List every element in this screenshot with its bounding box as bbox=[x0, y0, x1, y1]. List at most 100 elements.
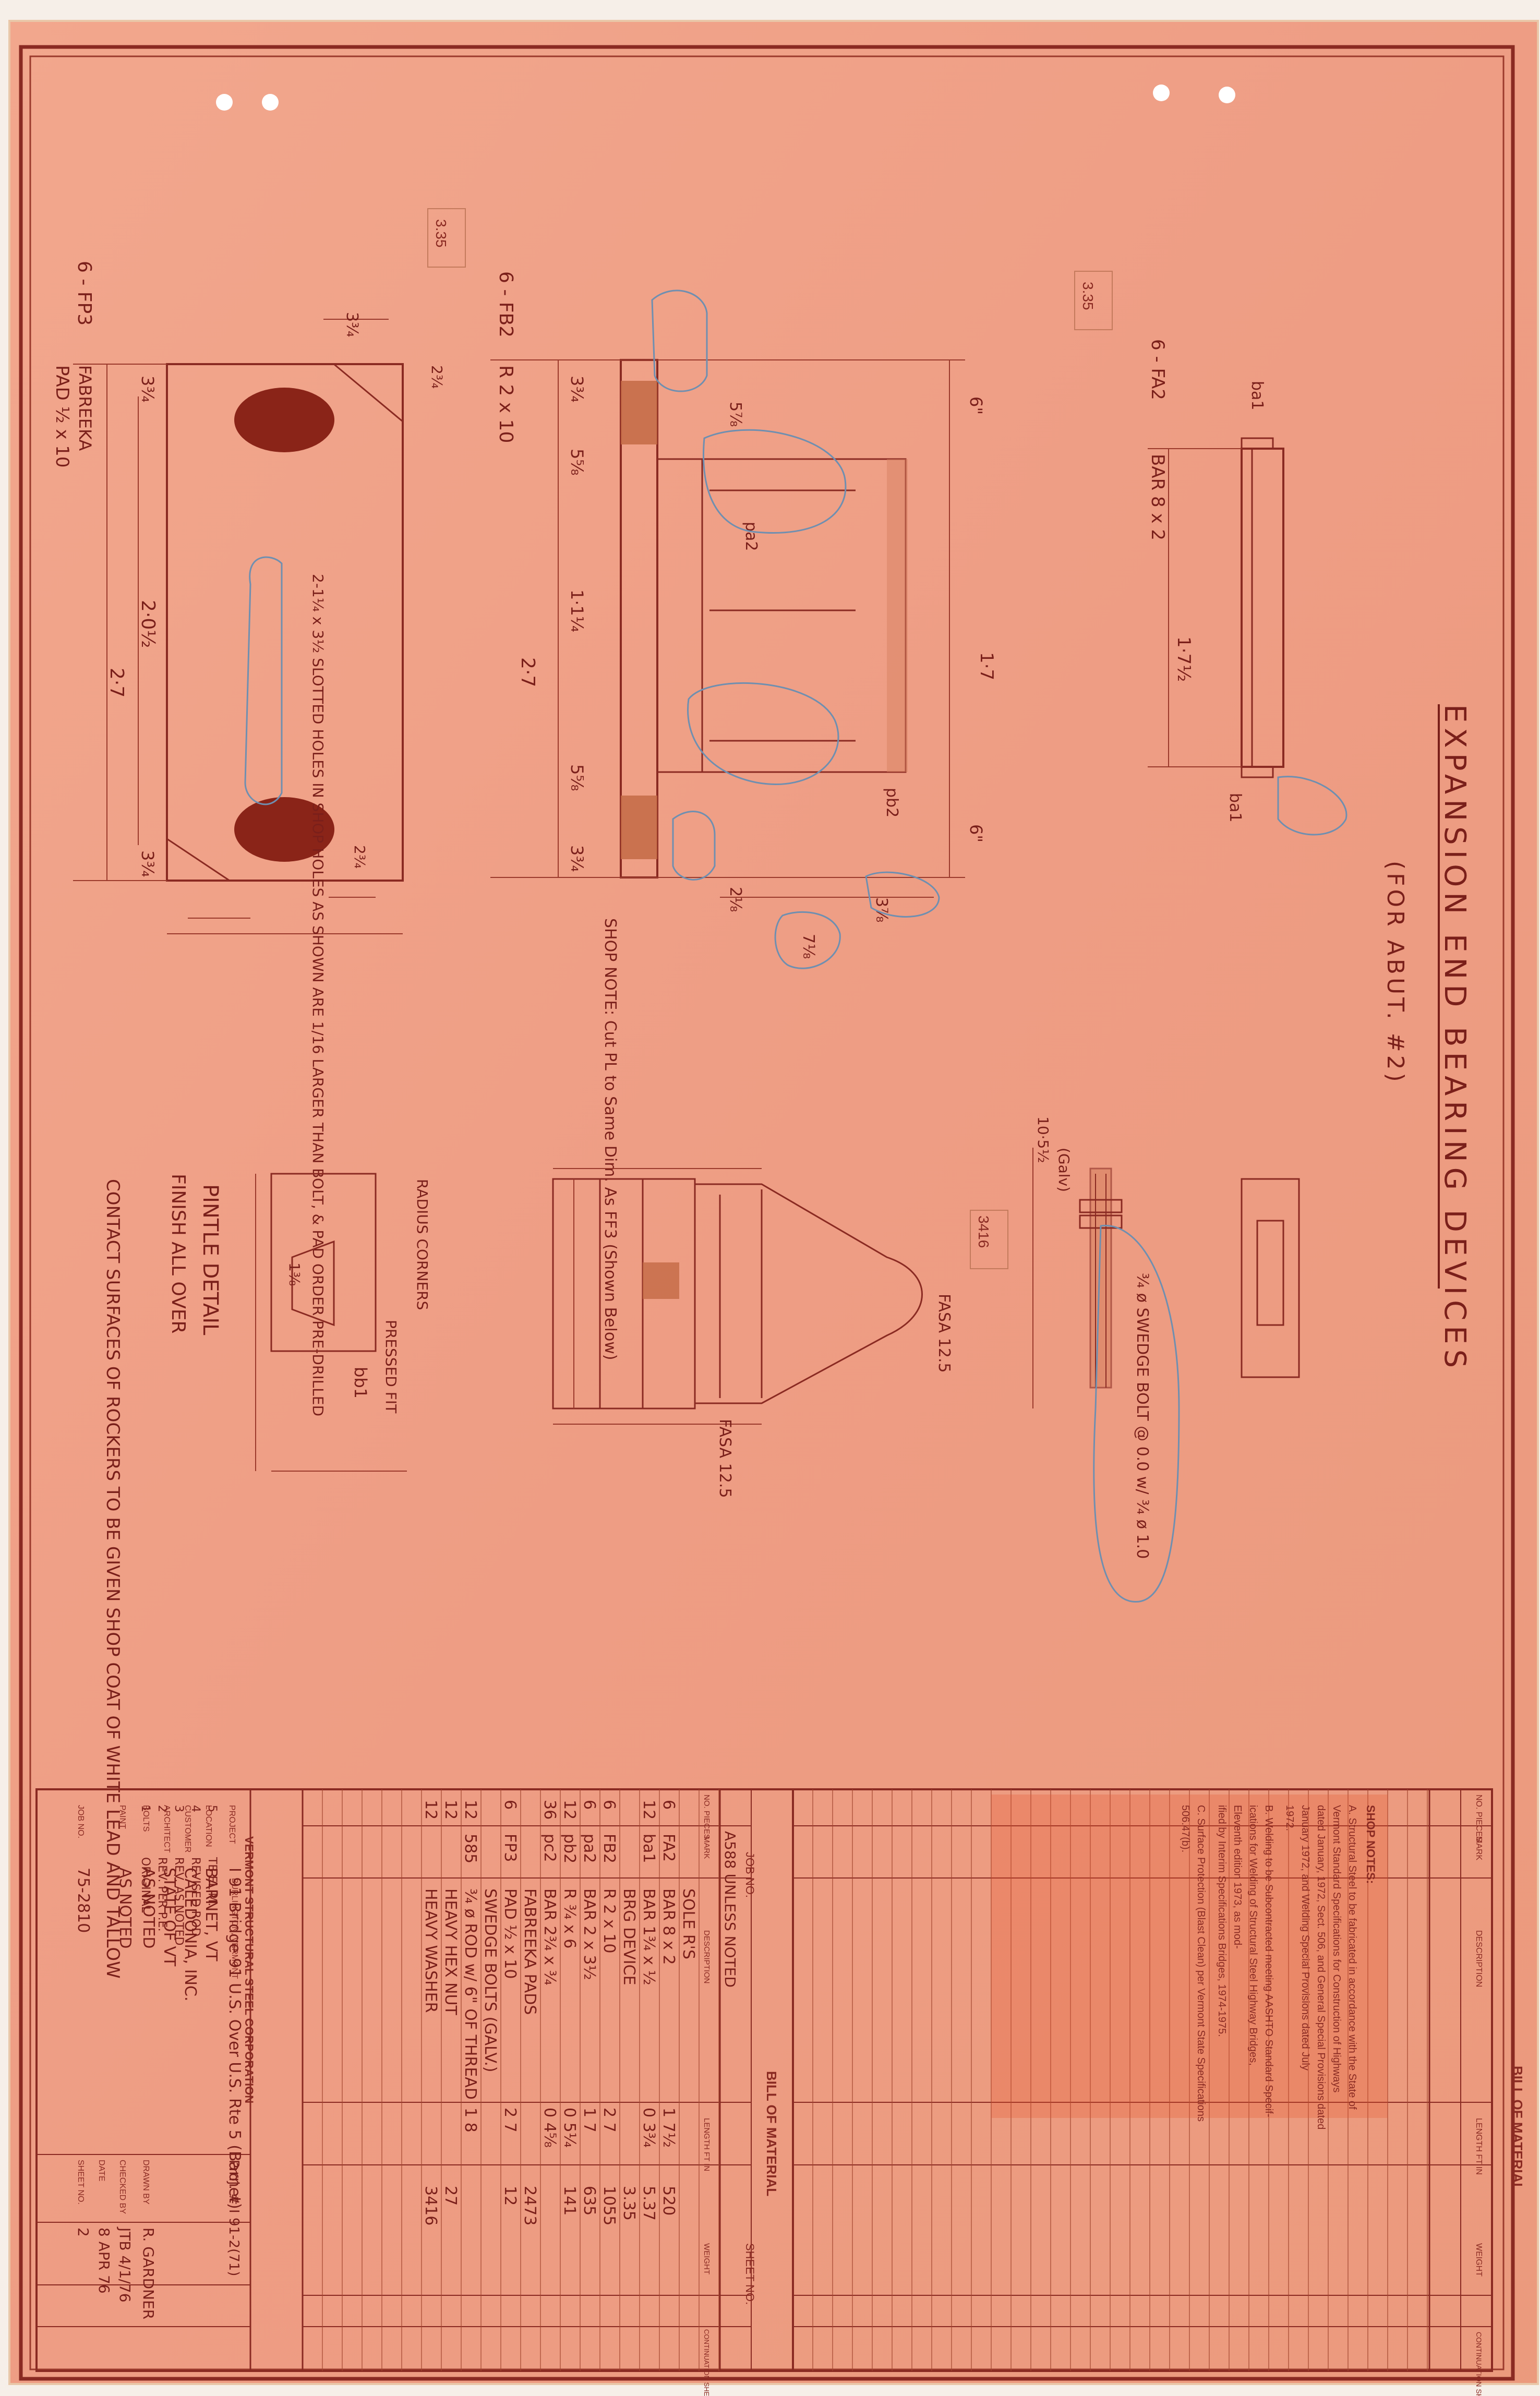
bom-right-h0: NO. PIECES bbox=[1474, 1795, 1483, 1843]
checked-label: CHECKED BY bbox=[118, 2160, 127, 2214]
pintle-view bbox=[255, 1173, 407, 1472]
architect-value: STATE OF VT bbox=[160, 1868, 178, 1967]
bom-cell-n: 12 bbox=[461, 1800, 479, 1820]
sheet-border-inner bbox=[29, 55, 1505, 2370]
architect-label: ARCHITECT bbox=[162, 1805, 171, 1853]
shop-notes-header: SHOP NOTES: bbox=[1364, 1805, 1377, 1884]
location-label: LOCATION bbox=[204, 1805, 213, 1847]
bom-cell-len: 1 8 bbox=[461, 2108, 479, 2133]
bar-view bbox=[1148, 437, 1348, 836]
plate-total: 2·7 bbox=[517, 657, 538, 687]
pad-mark: 6 - FP3 bbox=[74, 261, 95, 326]
pintle-subtitle: FINISH ALL OVER bbox=[167, 1174, 189, 1334]
pad-dim-2: 2·0½ bbox=[137, 600, 159, 648]
pintle-mark: bb1 bbox=[351, 1367, 370, 1399]
bom-h1: MARK bbox=[702, 1836, 711, 1859]
shop-notes-line: 1972. bbox=[1284, 1805, 1295, 1831]
pad-dim-4: 3¾ bbox=[138, 850, 158, 877]
bom-spec: A588 UNLESS NOTED bbox=[721, 1831, 739, 1988]
plate-dim-2: 5⅝ bbox=[567, 449, 587, 475]
company-city: BURLINGTON, VERMONT bbox=[230, 1878, 239, 1979]
revision-cloud bbox=[865, 871, 940, 918]
rocker-dim-top: 6" bbox=[966, 396, 986, 415]
bar-len: 1·7½ bbox=[1173, 636, 1194, 682]
punch-hole bbox=[1153, 85, 1170, 101]
revision-cloud bbox=[651, 290, 708, 392]
bar-ref-box bbox=[1074, 271, 1113, 330]
sheet-no-label: SHEET NO. bbox=[76, 2160, 85, 2205]
shop-notes-line: Vermont Standard Specifications for Cons… bbox=[1331, 1805, 1342, 2092]
shop-note: SHOP NOTE: Cut PL to Same Dim. As FF3 (S… bbox=[601, 918, 619, 1360]
revision-no: 5 bbox=[206, 1805, 219, 1812]
bom-cell-len: 0 3¾ bbox=[640, 2108, 658, 2148]
checked-value: JTB 4/1/76 bbox=[116, 2226, 134, 2303]
revision-desc: REV. AS NOTED bbox=[172, 1857, 185, 1945]
bom-left bbox=[35, 1788, 794, 2372]
pad-note: FABREEKA bbox=[75, 365, 95, 451]
pad-width-2: 2¾ bbox=[428, 365, 446, 389]
bom-cell-n: 36 bbox=[540, 1800, 559, 1820]
bom-cell-wt: 1055 bbox=[600, 2186, 618, 2225]
revision-no: 3 bbox=[172, 1805, 185, 1812]
sheet-border-outer bbox=[19, 45, 1515, 2381]
bom-cell-desc: PAD ½ x 10 bbox=[501, 1888, 519, 1979]
bom-cell-len: 1 7 bbox=[580, 2108, 598, 2133]
pad-outline bbox=[166, 363, 404, 882]
punch-hole bbox=[262, 94, 279, 111]
bolt-ref: 3416 bbox=[976, 1215, 992, 1248]
bom-cell-desc: HEAVY WASHER bbox=[422, 1888, 440, 2013]
revision-no: 4 bbox=[189, 1805, 202, 1812]
plate-dim-1: 3¾ bbox=[567, 376, 587, 402]
plate-ref-box bbox=[427, 208, 466, 268]
pad-dim-3: 2·7 bbox=[106, 668, 127, 697]
bar-mark: 6 - FA2 bbox=[1147, 339, 1168, 400]
plate-dim-5: 3¾ bbox=[567, 845, 587, 872]
bom-h0: NO. PIECES bbox=[702, 1795, 711, 1839]
customer-value: CALEDONIA, INC. bbox=[181, 1868, 199, 2002]
bom-cell-n: 6 bbox=[501, 1800, 519, 1810]
pintle-label-radius: RADIUS CORNERS bbox=[414, 1179, 431, 1310]
bom-cell-desc: SOLE R'S bbox=[679, 1888, 697, 1959]
pad-view bbox=[73, 319, 404, 934]
bom-title: BILL OF MATERIAL bbox=[764, 2071, 779, 2196]
shop-notes-line: B. Welding to be Subcontracted meeting A… bbox=[1263, 1805, 1274, 2117]
bom-cell-mark: 585 bbox=[461, 1834, 479, 1863]
bom-right bbox=[792, 1788, 1493, 2372]
contact-note: CONTACT SURFACES OF ROCKERS TO BE GIVEN … bbox=[102, 1179, 123, 1979]
drawing-subtitle: (FOR ABUT. #2) bbox=[1382, 861, 1409, 1085]
bom-cell-wt: 12 bbox=[501, 2186, 519, 2206]
bom-cell-wt: 2473 bbox=[521, 2186, 539, 2225]
bom-cell-mark: pb2 bbox=[560, 1834, 579, 1863]
bom-cell-desc: HEAVY HEX NUT bbox=[441, 1888, 460, 2016]
slot-note: 2-1¼ x 3½ SLOTTED HOLES IN SHOP HOLES AS… bbox=[309, 574, 327, 1416]
bom-cell-wt: 27 bbox=[441, 2186, 460, 2206]
location-value: BARNET, VT bbox=[202, 1868, 220, 1961]
bom-cell-mark: pc2 bbox=[540, 1834, 559, 1862]
pad-desc: PAD ½ x 10 bbox=[52, 365, 73, 468]
bom-h5: CONTINUATION SHEET NO. bbox=[703, 2329, 711, 2396]
rocker-fasa-2: FASA 12.5 bbox=[716, 1419, 734, 1498]
bom-right-h5: CONTINUATION SHEET NO. bbox=[1475, 2332, 1483, 2396]
bom-cell-wt: 5.37 bbox=[640, 2186, 658, 2221]
slot-hole-bottom bbox=[234, 797, 334, 862]
bom-h2: DESCRIPTION bbox=[702, 1930, 711, 1984]
shop-notes-line: C. Surface Protection (Blast Clean) per … bbox=[1195, 1805, 1207, 2122]
bom-h4: WEIGHT bbox=[702, 2243, 711, 2274]
bom-cell-desc: ¾ ø ROD w/ 6" OF THREAD bbox=[461, 1888, 479, 2100]
bom-cell-wt: 3416 bbox=[422, 2186, 440, 2225]
shop-notes-line: ications for Welding of Structural Steel… bbox=[1247, 1805, 1259, 2066]
bom-cell-len: 2 7 bbox=[501, 2108, 519, 2133]
bom-cell-mark: FP3 bbox=[501, 1834, 519, 1862]
rocker-fasa-1: FASA 12.5 bbox=[935, 1294, 953, 1372]
bom-cell-len: 2 7 bbox=[600, 2108, 618, 2133]
bom-cell-desc: R 2 x 10 bbox=[600, 1888, 618, 1953]
pintle-dim-1: 1⅜ bbox=[286, 1262, 303, 1286]
shop-notes-line: dated January, 1972, Sect. 506, and Gene… bbox=[1315, 1805, 1327, 2129]
pintle-title: PINTLE DETAIL bbox=[198, 1184, 222, 1335]
rocker-dim-b: 2⅛ bbox=[726, 887, 744, 912]
bom-cell-desc: BAR 8 x 2 bbox=[659, 1888, 678, 1965]
bom-cell-n: 6 bbox=[659, 1800, 678, 1810]
job-no-value: 75-2810 bbox=[74, 1868, 92, 1933]
plate-view bbox=[490, 359, 965, 898]
